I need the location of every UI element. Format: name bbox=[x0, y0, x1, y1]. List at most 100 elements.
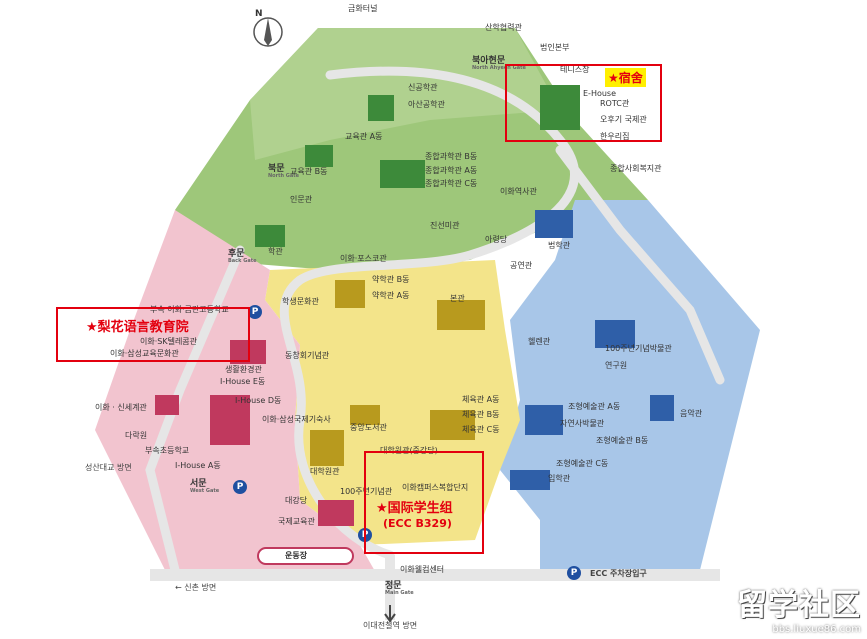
building-label: 음악관 bbox=[680, 409, 703, 418]
building-label: 산학협력관 bbox=[485, 23, 522, 32]
building-label: 이화·SK텔레콤관 bbox=[140, 337, 198, 346]
building-shape bbox=[430, 410, 475, 440]
building-label: 교육관 B동 bbox=[290, 167, 328, 176]
building-label: 다락원 bbox=[125, 431, 148, 440]
building-label: 종합과학관 C동 bbox=[425, 179, 478, 188]
building-label: 약학관 A동 bbox=[372, 291, 410, 300]
building-shape bbox=[310, 430, 344, 466]
building-label: 아령당 bbox=[485, 235, 508, 244]
building-shape bbox=[437, 300, 485, 330]
zone-blue bbox=[500, 200, 760, 570]
building-label: 100주년기념관 bbox=[340, 487, 393, 496]
building-shape bbox=[155, 395, 179, 415]
gate-north-ahyeon-en: North Ahyeon Gate bbox=[472, 65, 526, 72]
building-label: 운동장 bbox=[285, 551, 308, 560]
building-label: 이화·삼성교육문화관 bbox=[110, 349, 179, 358]
building-label: 본관 bbox=[450, 294, 465, 303]
gate-back-kr: 후문 bbox=[228, 249, 245, 259]
building-label: E-House bbox=[583, 89, 617, 98]
building-shape bbox=[335, 280, 365, 308]
building-label: 신공학관 bbox=[408, 83, 438, 92]
building-label: 이화캠퍼스복합단지 bbox=[402, 483, 469, 492]
language-institute-highlight-label: ★梨花语言教育院 bbox=[86, 320, 189, 335]
building-label: 연구원 bbox=[605, 361, 628, 370]
watermark-url: bbs.liuxue86.com bbox=[772, 624, 861, 635]
building-label: 이화역사관 bbox=[500, 187, 537, 196]
building-label: 동창회기념관 bbox=[285, 351, 330, 360]
building-label: I-House E동 bbox=[220, 377, 266, 386]
direction-station: 이대전철역 방면 bbox=[363, 621, 418, 630]
building-label: 인문관 bbox=[290, 195, 313, 204]
dorm-highlight-label: ★宿舍 bbox=[605, 68, 646, 87]
road-ring bbox=[279, 66, 580, 560]
gate-back-en: Back Gate bbox=[228, 258, 257, 265]
building-label: 대학원관 bbox=[310, 467, 340, 476]
gate-north-kr: 북문 bbox=[268, 164, 285, 174]
building-shape bbox=[368, 95, 394, 121]
building-shape bbox=[318, 500, 354, 526]
building-label: 아산공학관 bbox=[408, 100, 445, 109]
building-label: I-House A동 bbox=[175, 461, 221, 470]
building-shape bbox=[210, 395, 250, 445]
gate-tunnel-label: 금화터널 bbox=[348, 4, 378, 13]
building-label: 체육관 A동 bbox=[462, 395, 500, 404]
building-label: 공연관 bbox=[510, 261, 533, 270]
building-shape bbox=[595, 320, 635, 348]
direction-ecc-parking: ECC 주차장입구 bbox=[590, 569, 647, 578]
building-label: 자연사박물관 bbox=[560, 419, 605, 428]
building-label: 이화·포스코관 bbox=[340, 254, 387, 263]
building-label: I-House D동 bbox=[235, 396, 282, 405]
building-label: 이화 · 신세계관 bbox=[95, 403, 147, 412]
building-label: 조형예술관 B동 bbox=[596, 436, 649, 445]
building-label: 진선미관 bbox=[430, 221, 460, 230]
gate-west-kr: 서문 bbox=[190, 479, 207, 489]
zone-green-light bbox=[250, 28, 560, 160]
gate-north-ahyeon-kr: 북아현문 bbox=[472, 56, 506, 66]
road-east bbox=[555, 145, 725, 385]
building-label: 부속 이화·금란고등학교 bbox=[150, 305, 229, 314]
building-label: 체육관 B동 bbox=[462, 410, 500, 419]
building-label: 입학관 bbox=[548, 474, 571, 483]
building-label: 조형예술관 A동 bbox=[568, 402, 621, 411]
building-shape bbox=[535, 210, 573, 238]
parking-icon: P bbox=[567, 566, 581, 580]
compass-icon bbox=[253, 17, 283, 47]
building-label: 이화·삼성국제기숙사 bbox=[262, 415, 331, 424]
building-label: ROTC관 bbox=[600, 99, 630, 108]
building-shape bbox=[540, 85, 580, 130]
building-label: 테니스장 bbox=[560, 65, 590, 74]
gate-west-en: West Gate bbox=[190, 488, 220, 495]
building-label: 국제교육관 bbox=[278, 517, 315, 526]
building-label: 약학관 B동 bbox=[372, 275, 410, 284]
building-shape bbox=[650, 395, 674, 421]
building-label: 종합과학관 B동 bbox=[425, 152, 478, 161]
watermark: 留学社区 bbs.liuxue86.com bbox=[737, 580, 861, 635]
direction-sinchon: ← 신촌 방면 bbox=[175, 583, 217, 592]
building-shape bbox=[305, 145, 333, 167]
building-label: 종합과학관 A동 bbox=[425, 166, 478, 175]
building-shape bbox=[350, 405, 380, 425]
building-label: 한우리집 bbox=[600, 132, 630, 141]
playground bbox=[257, 547, 354, 565]
building-shape bbox=[510, 470, 550, 490]
dorm-highlight-box bbox=[505, 64, 662, 142]
building-label: 헬렌관 bbox=[528, 337, 551, 346]
building-label: 오후기 국제관 bbox=[600, 115, 647, 124]
building-label: 중앙도서관 bbox=[350, 423, 387, 432]
building-label: 법학관 bbox=[548, 241, 571, 250]
gate-main-en: Main Gate bbox=[385, 590, 414, 597]
building-label: 조형예술관 C동 bbox=[556, 459, 609, 468]
building-label: 학관 bbox=[268, 247, 283, 256]
building-label: 대강당 bbox=[285, 496, 308, 505]
building-label: 교육관 A동 bbox=[345, 132, 383, 141]
intl-student-highlight-room: (ECC B329) bbox=[383, 517, 452, 530]
compass-letter: N bbox=[255, 9, 263, 19]
gate-main-kr: 정문 bbox=[385, 581, 402, 591]
direction-seongsan: 성산대교 방면 bbox=[85, 463, 132, 472]
zone-yellow bbox=[265, 260, 520, 545]
